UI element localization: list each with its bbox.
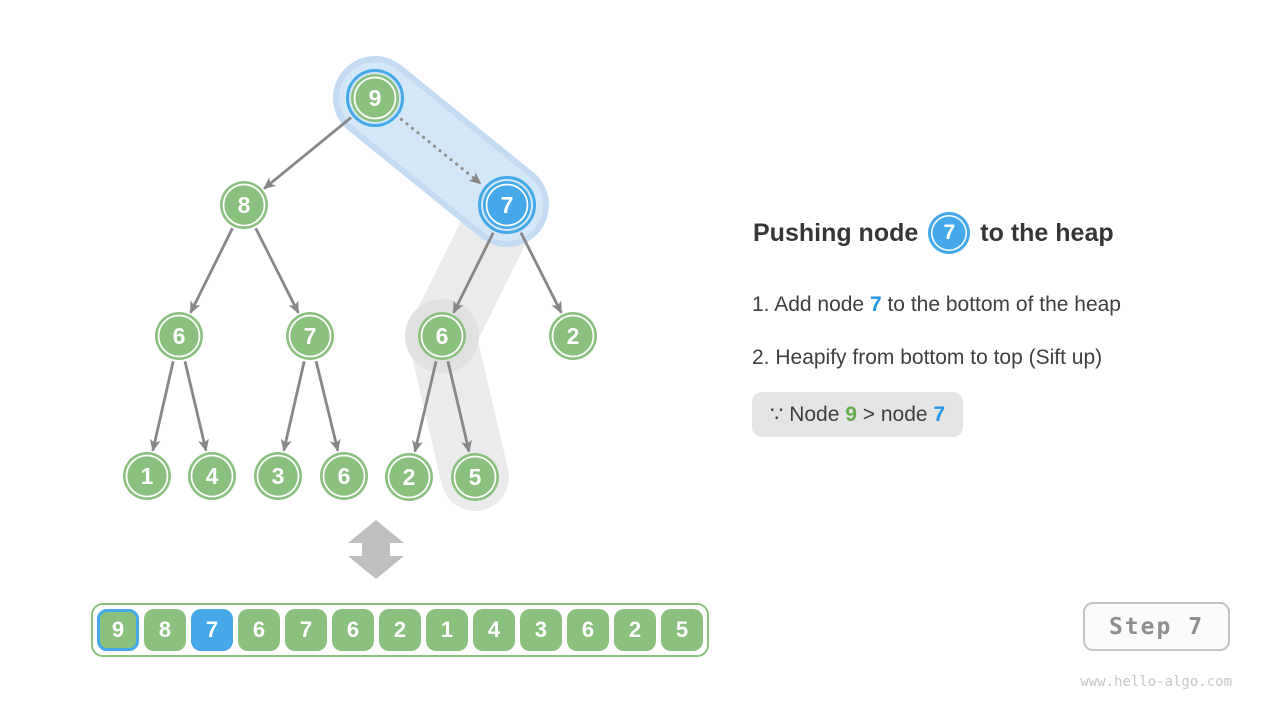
array-cell: 2 bbox=[614, 609, 656, 651]
note-value-7: 7 bbox=[933, 403, 946, 426]
array-cell: 2 bbox=[379, 609, 421, 651]
tree-node-value: 2 bbox=[567, 323, 580, 349]
tree-edge bbox=[149, 361, 175, 452]
tree-edge bbox=[412, 360, 438, 453]
heap-tree-diagram: 9 8 7 6 7 6 2 1 4 3 6 2 5 bbox=[123, 56, 597, 579]
tree-edge bbox=[263, 116, 352, 190]
tree-edge bbox=[519, 232, 563, 314]
tree-node: 6 bbox=[418, 312, 466, 360]
tree-node-value: 6 bbox=[436, 323, 449, 349]
tree-node: 2 bbox=[385, 453, 433, 501]
figure-title: Pushing node 7 to the heap bbox=[753, 211, 1114, 255]
array-cell: 6 bbox=[567, 609, 609, 651]
node-badge: 7 bbox=[928, 212, 971, 254]
array-cell: 4 bbox=[473, 609, 515, 651]
array-cell: 6 bbox=[332, 609, 374, 651]
tree-edges bbox=[149, 116, 563, 453]
tree-node: 6 bbox=[320, 452, 368, 500]
array-cell: 7 bbox=[285, 609, 327, 651]
tree-edge bbox=[189, 227, 234, 314]
array-cell: 1 bbox=[426, 609, 468, 651]
tree-node-value: 1 bbox=[141, 463, 154, 489]
tree-node-value: 6 bbox=[338, 463, 351, 489]
tree-node-value: 7 bbox=[501, 192, 514, 218]
instruction-1-highlight: 7 bbox=[869, 293, 882, 316]
tree-node: 2 bbox=[549, 312, 597, 360]
tree-node-value: 5 bbox=[469, 464, 482, 490]
tree-node-value: 8 bbox=[238, 192, 251, 218]
instruction-2: 2. Heapify from bottom to top (Sift up) bbox=[752, 346, 1102, 370]
array-cell: 3 bbox=[520, 609, 562, 651]
tree-node: 9 bbox=[346, 69, 404, 127]
instruction-1-text: 1. Add node bbox=[752, 293, 870, 316]
tree-node-value: 4 bbox=[206, 463, 219, 489]
tree-node: 8 bbox=[220, 181, 268, 229]
tree-edge bbox=[183, 360, 209, 452]
tree-node-value: 3 bbox=[272, 463, 285, 489]
because-note: ∵ Node 9 > node 7 bbox=[752, 392, 964, 437]
tree-edge bbox=[314, 360, 341, 452]
tree-nodes: 9 8 7 6 7 6 2 1 4 3 6 2 5 bbox=[123, 69, 597, 501]
step-indicator: Step 7 bbox=[1083, 602, 1230, 651]
tree-node-value: 6 bbox=[173, 323, 186, 349]
instruction-2-text: 2. Heapify from bottom to top (Sift up) bbox=[752, 346, 1103, 369]
watermark: www.hello-algo.com bbox=[1080, 674, 1232, 690]
tree-node: 3 bbox=[254, 452, 302, 500]
tree-node: 1 bbox=[123, 452, 171, 500]
array-cell: 7 bbox=[191, 609, 233, 651]
note-value-9: 9 bbox=[845, 403, 857, 426]
tree-node: 7 bbox=[478, 176, 536, 234]
tree-edge bbox=[452, 232, 495, 314]
note-text: ∵ Node bbox=[770, 403, 846, 426]
tree-node: 5 bbox=[451, 453, 499, 501]
tree-node: 7 bbox=[286, 312, 334, 360]
array-cell: 9 bbox=[97, 609, 139, 651]
array-cell: 5 bbox=[661, 609, 703, 651]
tree-edge bbox=[446, 360, 472, 453]
swap-dotted-arrow bbox=[399, 117, 483, 186]
tree-edge bbox=[280, 361, 306, 452]
title-prefix: Pushing node bbox=[753, 218, 919, 247]
title-suffix: to the heap bbox=[980, 218, 1114, 247]
swap-arrow-icon bbox=[348, 520, 404, 579]
node-badge-value: 7 bbox=[943, 221, 956, 244]
note-text-mid: > node bbox=[856, 403, 934, 426]
tree-node-value: 2 bbox=[403, 464, 416, 490]
array-cell: 8 bbox=[144, 609, 186, 651]
tree-node: 6 bbox=[155, 312, 203, 360]
tree-node: 4 bbox=[188, 452, 236, 500]
array-cell: 6 bbox=[238, 609, 280, 651]
tree-edge bbox=[254, 227, 300, 314]
tree-node-value: 9 bbox=[369, 85, 382, 111]
instruction-1-text-tail: to the bottom of the heap bbox=[881, 293, 1121, 316]
instruction-1: 1. Add node 7 to the bottom of the heap bbox=[752, 293, 1121, 317]
tree-node-value: 7 bbox=[304, 323, 317, 349]
